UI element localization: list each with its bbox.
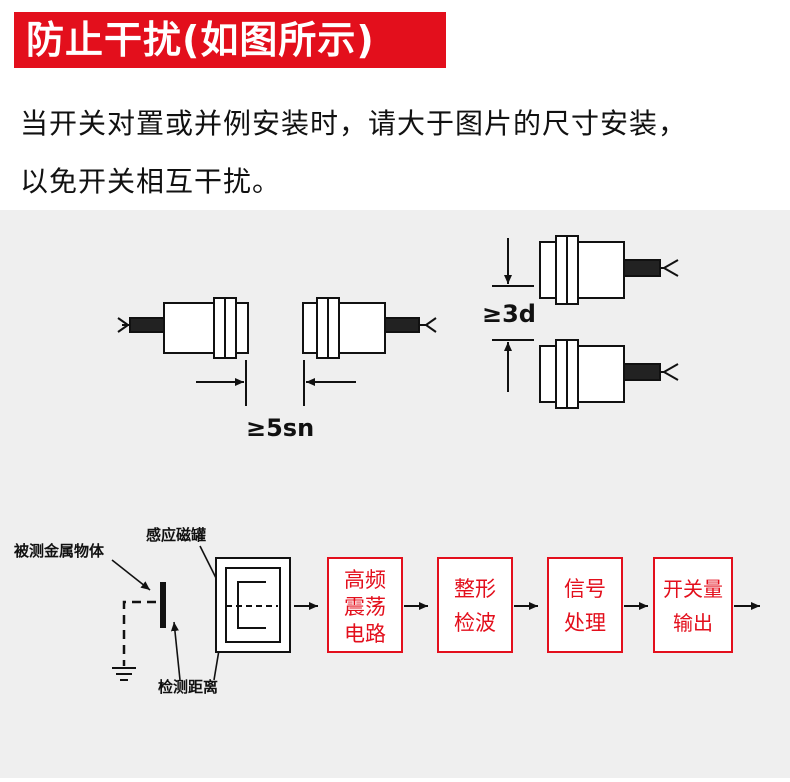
header-title: 防止干扰(如图所示) [26, 18, 375, 62]
sensing-coil-icon [215, 557, 291, 653]
stage-output: 开关量 输出 [653, 557, 733, 653]
stage-shaping: 整形 检波 [437, 557, 513, 653]
diagram-area: ≥5sn ≥3d 被测金属物体 感应磁罐 检测距离 [0, 210, 790, 778]
stage-signal: 信号 处理 [547, 557, 623, 653]
sensor-top-icon [539, 235, 679, 305]
diagram-svg: ≥5sn ≥3d 被测金属物体 感应磁罐 检测距离 [14, 235, 760, 696]
description-line-1: 当开关对置或并例安装时，请大于图片的尺寸安装， [20, 107, 688, 140]
stage-output-line1: 开关量 [663, 577, 723, 601]
target-label: 被测金属物体 [14, 542, 105, 560]
stage-oscillator-line1: 高频 [344, 568, 386, 592]
parallel-dimension [492, 238, 534, 392]
parallel-distance-label: ≥3d [482, 300, 536, 328]
distance-label: 检测距离 [158, 678, 218, 696]
header-banner: 防止干扰(如图所示) [14, 12, 446, 68]
stage-signal-line1: 信号 [564, 577, 606, 601]
stage-oscillator-line2: 震荡 [344, 595, 386, 619]
stage-oscillator: 高频 震荡 电路 [327, 557, 403, 653]
metal-target-icon [112, 582, 166, 681]
sensor-left-icon [117, 297, 249, 359]
stage-signal-line2: 处理 [564, 611, 606, 635]
label-leaders [111, 545, 229, 681]
opposed-distance-label: ≥5sn [246, 414, 314, 442]
sensor-bottom-icon [539, 339, 679, 409]
coil-label: 感应磁罐 [146, 526, 206, 544]
description-line-2: 以免开关相互干扰。 [20, 165, 282, 198]
stage-output-line2: 输出 [673, 611, 713, 635]
stage-oscillator-line3: 电路 [344, 622, 386, 646]
opposed-dimension [196, 360, 356, 406]
sensor-right-icon [302, 297, 437, 359]
stage-shaping-line1: 整形 [454, 577, 496, 601]
stage-shaping-line2: 检波 [454, 611, 496, 635]
